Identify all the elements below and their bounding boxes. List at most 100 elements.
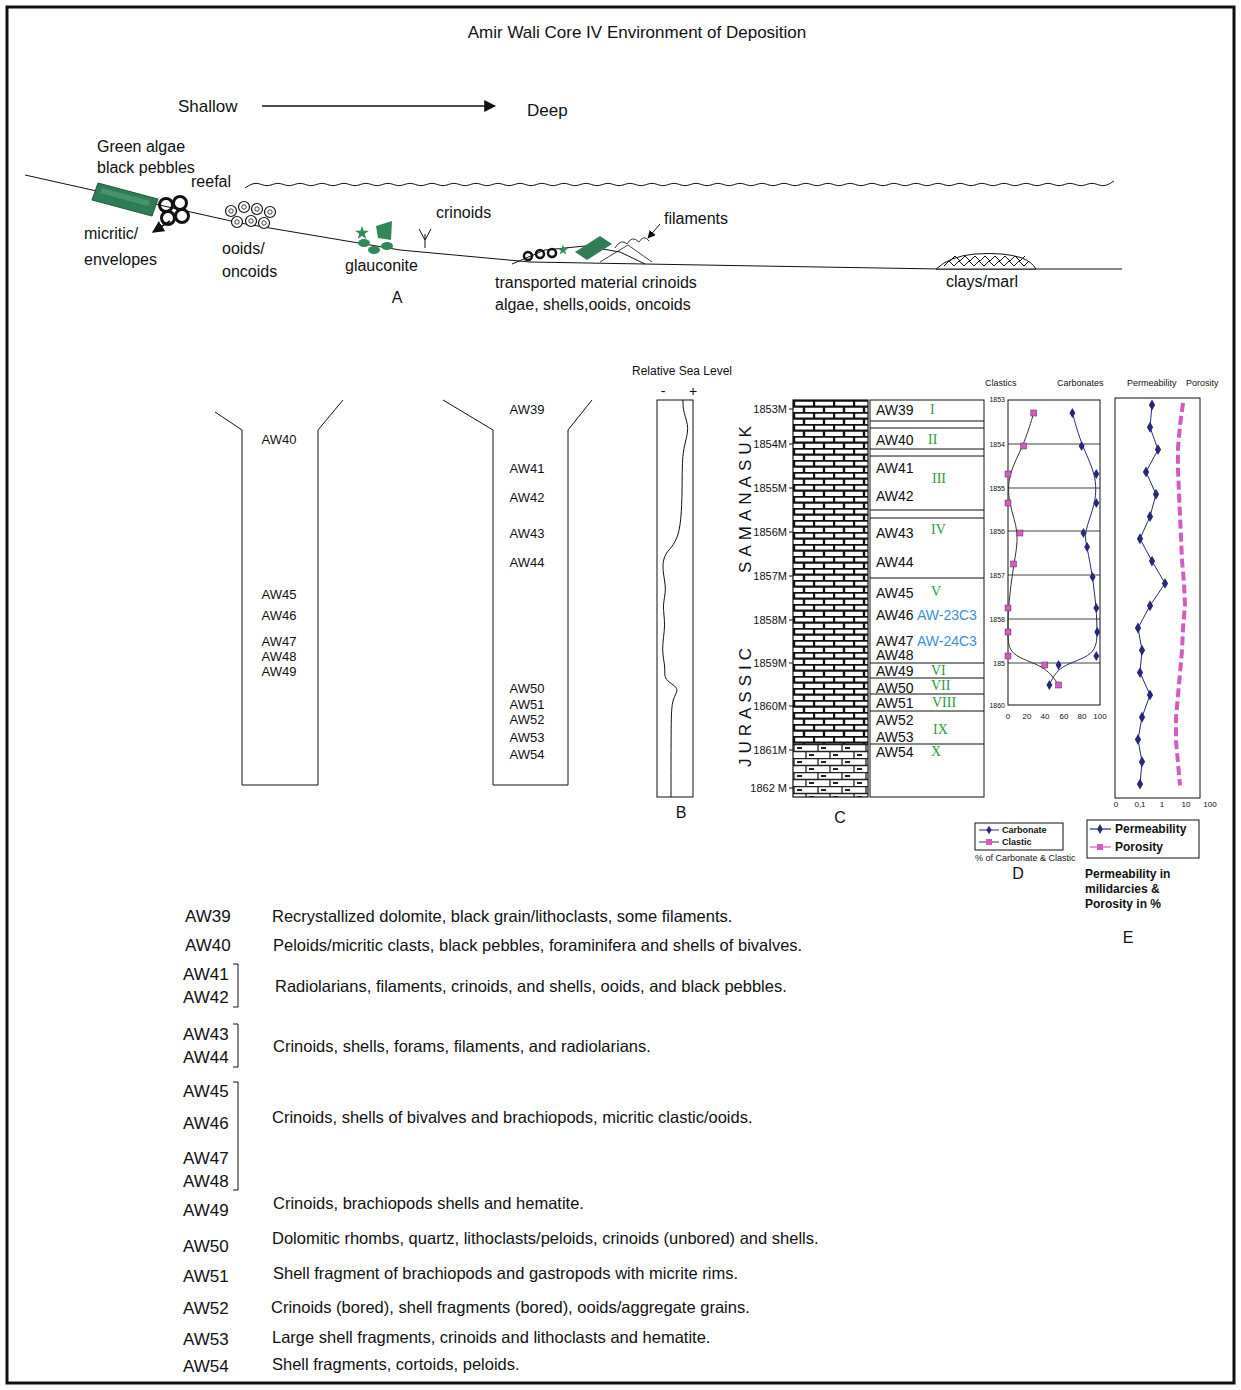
permeability-marker xyxy=(1149,400,1155,411)
sample-label: AW40 xyxy=(262,433,297,446)
ooid-core xyxy=(235,220,239,224)
sample-description: Radiolarians, filaments, crinoids, and s… xyxy=(275,978,787,995)
tick-label: 185 xyxy=(993,660,1005,667)
permeability-marker xyxy=(1147,422,1153,433)
group-bracket xyxy=(233,1082,238,1190)
axis-caption: Permeability in milidarcies & Porosity i… xyxy=(1085,867,1203,912)
depth-tick xyxy=(789,620,793,621)
permeability-marker xyxy=(1135,734,1141,745)
tick-label: 100 xyxy=(1093,713,1106,721)
clastic-marker xyxy=(1005,653,1011,659)
sample-label: AW54 xyxy=(876,745,914,759)
sample-code: AW49 xyxy=(183,1202,229,1219)
grid-line xyxy=(1008,575,1100,576)
transported-grain xyxy=(548,249,556,257)
tick-label: 10 xyxy=(1182,801,1191,809)
tick-label: 1853 xyxy=(989,396,1005,403)
tick-label: 60 xyxy=(1060,713,1069,721)
crinoid-symbol xyxy=(419,229,431,248)
panel-letter: B xyxy=(676,805,687,821)
carbonate-marker xyxy=(1093,469,1099,479)
sample-label: AW48 xyxy=(262,650,297,663)
axis-title: Clastics xyxy=(985,379,1017,388)
legend-label: Clastic xyxy=(1002,838,1032,847)
sample-label: AW42 xyxy=(876,489,914,503)
clastic-marker xyxy=(1005,500,1011,506)
interval-numeral: IV xyxy=(931,523,946,537)
black-pebble xyxy=(176,210,189,223)
grid-line xyxy=(1008,488,1100,489)
transported-grain xyxy=(558,244,569,254)
period-name: JURASSIC xyxy=(737,643,754,767)
tick-label: 0 xyxy=(1006,713,1010,721)
carbonate-marker xyxy=(1069,408,1075,418)
sea-floor xyxy=(25,175,1122,269)
depth-tick xyxy=(789,488,793,489)
permeability-curve xyxy=(1138,405,1165,784)
axis-sign: - xyxy=(661,384,666,398)
figure-title: Amir Wali Core IV Environment of Deposit… xyxy=(468,24,807,41)
illustration-label: Green algae black pebbles xyxy=(97,136,215,178)
sample-label: AW53 xyxy=(510,731,545,744)
black-pebble xyxy=(160,199,173,212)
illustration-label: reefal xyxy=(191,174,231,190)
sample-label: AW46 xyxy=(876,608,914,622)
sea-surface xyxy=(245,181,1114,188)
core-sample-id: AW-23C3 xyxy=(917,608,977,622)
tick-label: 80 xyxy=(1078,713,1087,721)
sample-description: Recrystallized dolomite, black grain/lit… xyxy=(272,908,732,925)
interval-numeral: V xyxy=(931,585,941,599)
permeability-marker xyxy=(1137,667,1143,678)
ooid xyxy=(239,202,250,213)
interval-numeral: I xyxy=(930,403,935,417)
tick-label: 40 xyxy=(1041,713,1050,721)
sample-description: Crinoids, brachiopods shells and hematit… xyxy=(273,1195,584,1212)
well-outline-path xyxy=(443,400,592,785)
illustration-label: crinoids xyxy=(436,205,491,221)
sample-label: AW49 xyxy=(876,664,914,678)
sample-label: AW51 xyxy=(510,698,545,711)
permeability-marker xyxy=(1143,466,1149,477)
black-pebble xyxy=(174,197,187,210)
sample-code: AW47 xyxy=(183,1150,229,1167)
clastic-marker xyxy=(1021,443,1027,449)
interval-line xyxy=(870,518,984,519)
chart-frame xyxy=(1008,400,1100,705)
depth-tick xyxy=(789,663,793,664)
glauconite-grain xyxy=(355,226,369,239)
glauconite-grain xyxy=(358,239,370,247)
clastic-marker xyxy=(1005,605,1011,611)
depth-tick xyxy=(789,409,793,410)
permeability-marker xyxy=(1155,444,1161,455)
marl-mound xyxy=(936,254,1036,270)
sample-description: Crinoids, shells, forams, filaments, and… xyxy=(273,1038,651,1055)
sample-code: AW45 xyxy=(183,1083,229,1100)
sample-code: AW44 xyxy=(183,1049,229,1066)
illustration-label: glauconite xyxy=(345,258,418,274)
carbonate-marker xyxy=(1084,542,1090,552)
depth-tick xyxy=(789,576,793,577)
leader-arrow xyxy=(153,221,170,232)
sample-label: AW43 xyxy=(510,527,545,540)
tick-label: 1855 xyxy=(989,485,1005,492)
sample-code: AW42 xyxy=(183,989,229,1006)
sample-label: AW53 xyxy=(876,730,914,744)
marl-pattern xyxy=(944,261,1029,266)
depth-label: 1858M xyxy=(753,615,787,626)
tick-label: 1860 xyxy=(989,702,1005,709)
depth-tick xyxy=(789,788,793,789)
sample-label: AW47 xyxy=(262,635,297,648)
lithology-column xyxy=(793,400,868,797)
permeability-marker xyxy=(1147,600,1153,611)
debris-mound xyxy=(512,246,645,264)
sample-label: AW48 xyxy=(876,648,914,662)
well-outline-path xyxy=(215,400,343,785)
ooid-core xyxy=(268,210,272,214)
depth-label: 1856M xyxy=(753,527,787,538)
tick-label: 1856 xyxy=(989,528,1005,535)
sample-label: AW39 xyxy=(876,403,914,417)
interval-numeral: II xyxy=(928,433,937,447)
interval-line xyxy=(870,428,984,429)
sample-code: AW41 xyxy=(183,966,229,983)
